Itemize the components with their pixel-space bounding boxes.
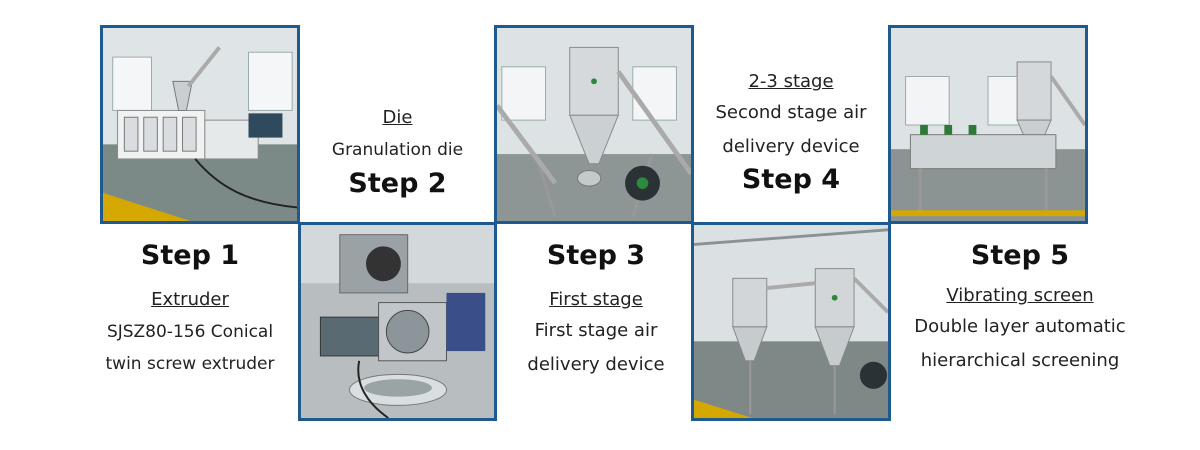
step-1-title: Step 1	[140, 240, 240, 271]
photo-vibrating-screen	[888, 25, 1088, 224]
step-2-name: Die	[382, 107, 413, 128]
photo-granulation-die	[298, 222, 497, 421]
photo-second-stage	[691, 222, 891, 421]
photo-first-stage	[494, 25, 694, 224]
step-4-desc-line-2: delivery device	[722, 136, 860, 157]
step-5-desc-line-2: hierarchical screening	[920, 350, 1120, 371]
step-5-desc-line-1: Double layer automatic	[914, 316, 1126, 337]
step-3-caption: Step 3 First stage First stage air deliv…	[494, 240, 698, 382]
step-5-title: Step 5	[970, 240, 1070, 271]
step-2-title: Step 2	[348, 168, 447, 199]
photo-extruder	[100, 25, 300, 224]
step-3-name: First stage	[549, 289, 643, 310]
step-5-caption: Step 5 Vibrating screen Double layer aut…	[895, 240, 1145, 378]
step-4-title: Step 4	[741, 164, 841, 195]
step-4-caption: 2-3 stage Second stage air delivery devi…	[691, 70, 891, 196]
step-2-desc-line-1: Granulation die	[331, 140, 464, 160]
step-4-name: 2-3 stage	[748, 71, 834, 92]
step-5-name: Vibrating screen	[946, 285, 1094, 306]
step-1-caption: Step 1 Extruder SJSZ80-156 Conical twin …	[88, 240, 292, 380]
step-4-desc-line-1: Second stage air	[715, 102, 867, 123]
step-1-desc-line-1: SJSZ80-156 Conical	[106, 322, 274, 342]
step-3-desc-line-1: First stage air	[534, 320, 658, 341]
step-3-title: Step 3	[546, 240, 646, 271]
step-3-desc-line-2: delivery device	[527, 354, 665, 375]
step-1-desc-line-2: twin screw extruder	[105, 354, 275, 374]
step-1-name: Extruder	[151, 289, 229, 310]
step-2-caption: Die Granulation die Step 2	[298, 106, 497, 200]
